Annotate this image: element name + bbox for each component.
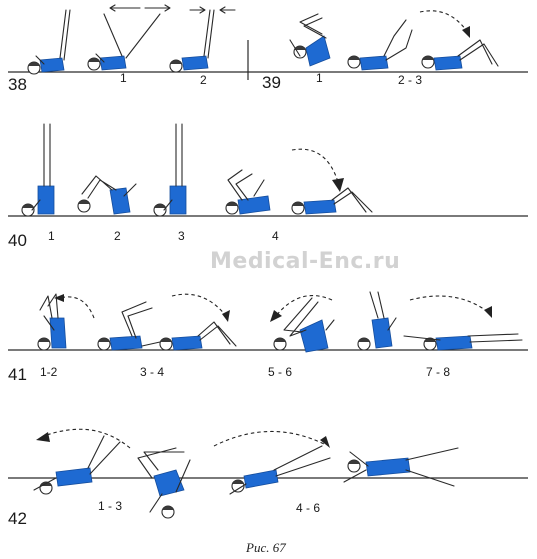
step-label: 4 - 6 — [296, 501, 320, 515]
figure-38-start — [27, 9, 71, 75]
figure-41-step-5-6 — [273, 297, 335, 353]
arrow-head — [320, 436, 330, 448]
arrow-head — [332, 178, 344, 192]
step-label: 1-2 — [40, 365, 58, 379]
figure-41-step-3-4 — [97, 301, 161, 351]
arrow-head — [222, 310, 230, 322]
row-41: 41 1-2 3 - 4 5 - 6 7 - 8 — [8, 291, 528, 384]
figure-38-step-1 — [87, 4, 171, 71]
motion-arrow — [275, 295, 333, 317]
exercise-number: 39 — [262, 73, 281, 92]
motion-arrow — [59, 296, 95, 319]
exercise-number: 41 — [8, 365, 27, 384]
motion-arrow — [213, 430, 325, 447]
step-label: 1 - 3 — [98, 499, 122, 513]
arrow-head — [270, 310, 282, 322]
exercise-number: 40 — [8, 231, 27, 250]
exercise-number: 42 — [8, 509, 27, 528]
motion-arrow — [291, 148, 339, 183]
figure-39-step-2-3 — [347, 19, 413, 71]
step-label: 2 — [114, 229, 121, 243]
figure-39-step-1 — [289, 13, 331, 67]
step-label: 1 — [48, 229, 55, 243]
figure-caption: Рис. 67 — [245, 540, 286, 555]
figure-40-step-1 — [21, 123, 55, 217]
arrow-head — [462, 26, 470, 38]
motion-arrow — [171, 293, 227, 317]
row-38-39: 38 1 2 39 1 2 - 3 — [8, 4, 528, 94]
figure-41-step-3-4-end — [159, 321, 237, 351]
step-label: 5 - 6 — [268, 365, 292, 379]
figure-41-end — [403, 333, 523, 351]
step-label: 3 - 4 — [140, 365, 164, 379]
figure-39-end — [421, 39, 499, 71]
figure-42-step-1-3 — [33, 435, 121, 495]
exercise-number: 38 — [8, 75, 27, 94]
figure-40-step-2 — [77, 175, 137, 215]
step-label: 2 — [200, 73, 207, 87]
arrow-head — [36, 432, 50, 442]
row-40: 40 1 2 3 4 — [8, 123, 528, 250]
arrow-head — [54, 294, 64, 302]
motion-arrow — [43, 428, 131, 449]
watermark-text: Medical-Enc.ru — [210, 249, 400, 274]
figure-42-step-4-6 — [229, 445, 331, 495]
arrow-head — [484, 306, 492, 318]
figure-41-step-7-8 — [357, 291, 397, 351]
figure-40-step-3 — [153, 123, 187, 217]
step-label: 4 — [272, 229, 279, 243]
figure-41-step-1-2 — [37, 293, 67, 351]
motion-arrow — [409, 295, 489, 313]
step-label: 1 — [120, 71, 127, 85]
figure-40-step-4 — [225, 169, 271, 215]
step-label: 7 - 8 — [426, 365, 450, 379]
figure-42-end — [343, 447, 459, 487]
step-label: 1 — [316, 71, 323, 85]
figure-42-twist — [137, 447, 191, 519]
motion-arrow — [419, 10, 467, 31]
step-label: 2 - 3 — [398, 73, 422, 87]
step-label: 3 — [178, 229, 185, 243]
row-42: 42 1 - 3 4 - 6 — [8, 428, 528, 528]
figure-38-step-2 — [169, 6, 236, 73]
figure-40-end — [291, 187, 373, 215]
